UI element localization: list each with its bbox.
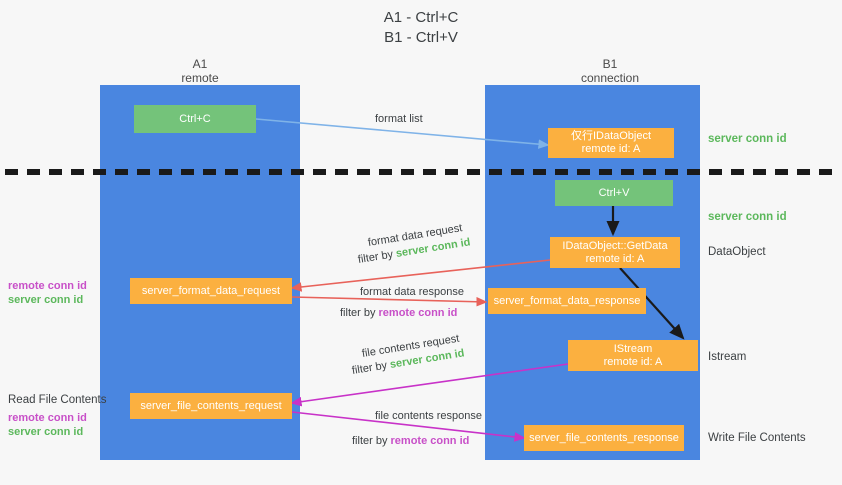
node-ctrl-v-label: Ctrl+V: [598, 186, 630, 199]
node-idataobject-getdata-line2: remote id: A: [585, 252, 645, 265]
left-label-format-server-conn: server conn id: [8, 294, 84, 306]
node-idataobject-line2: remote id: A: [581, 143, 641, 155]
column-header-a1: A1 remote: [100, 57, 300, 85]
node-idataobject-line1: 仅行IDataObject: [570, 130, 652, 142]
filter-prefix-1: filter by: [357, 248, 397, 266]
node-istream-line1: IStream: [613, 342, 653, 355]
filter-value-remote-conn-1: remote conn id: [378, 307, 458, 319]
node-ctrl-v[interactable]: Ctrl+V: [555, 180, 673, 206]
column-header-a1-name: A1: [192, 57, 208, 71]
left-label-file-conn-ids: remote conn id server conn id: [8, 411, 87, 439]
node-ctrl-c[interactable]: Ctrl+C: [134, 105, 256, 133]
node-server-format-data-response[interactable]: server_format_data_response: [488, 288, 646, 314]
node-server-file-contents-request-label: server_file_contents_request: [140, 399, 282, 412]
filter-prefix-2: filter by: [340, 307, 379, 319]
title-line-2: B1 - Ctrl+V: [384, 29, 458, 46]
node-server-format-data-request-label: server_format_data_request: [141, 284, 281, 297]
left-label-format-remote-conn: remote conn id: [8, 280, 87, 292]
filter-prefix-4: filter by: [352, 435, 391, 447]
node-idataobject-getdata-line1: IDataObject::GetData: [562, 239, 668, 252]
left-label-read-file-contents: Read File Contents: [8, 394, 107, 406]
node-istream[interactable]: IStream remote id: A: [568, 340, 698, 371]
wire-label-format-data-response: format data response: [360, 286, 464, 298]
node-idataobject-getdata[interactable]: IDataObject::GetData remote id: A: [550, 237, 680, 268]
node-server-file-contents-response-label: server_file_contents_response: [529, 431, 679, 444]
title-line-1: A1 - Ctrl+C: [383, 9, 459, 26]
node-server-format-data-request[interactable]: server_format_data_request: [130, 278, 292, 304]
filter-prefix-3: filter by: [351, 359, 391, 377]
right-label-dataobject: DataObject: [708, 246, 766, 258]
right-label-istream: Istream: [708, 351, 747, 363]
left-label-file-remote-conn: remote conn id: [8, 412, 87, 424]
wire-label-format-data-response-filter: filter by remote conn id: [340, 306, 457, 320]
filter-value-remote-conn-2: remote conn id: [390, 435, 470, 447]
node-server-format-data-response-label: server_format_data_response: [493, 294, 641, 307]
node-istream-line2: remote id: A: [603, 355, 663, 368]
wire-label-file-contents-response: file contents response: [375, 410, 483, 422]
node-ctrl-c-label: Ctrl+C: [179, 112, 211, 125]
node-server-file-contents-response[interactable]: server_file_contents_response: [524, 425, 684, 451]
column-header-b1: B1 connection: [510, 57, 710, 85]
node-server-file-contents-request[interactable]: server_file_contents_request: [130, 393, 292, 419]
node-idataobject[interactable]: 仅行IDataObject remote id: A: [548, 128, 674, 158]
left-label-file-server-conn: server conn id: [8, 426, 84, 438]
page-title: A1 - Ctrl+C B1 - Ctrl+V: [0, 8, 842, 48]
right-label-server-conn-mid: server conn id: [708, 211, 787, 223]
column-header-a1-sub: remote: [181, 71, 219, 85]
right-label-write-file-contents: Write File Contents: [708, 432, 806, 444]
column-header-b1-sub: connection: [580, 71, 640, 85]
column-header-b1-name: B1: [602, 57, 618, 71]
left-label-format-conn-ids: remote conn id server conn id: [8, 279, 87, 307]
right-label-server-conn-top: server conn id: [708, 133, 787, 145]
wire-label-format-list: format list: [375, 113, 423, 125]
wire-label-file-contents-response-filter: filter by remote conn id: [352, 434, 469, 448]
